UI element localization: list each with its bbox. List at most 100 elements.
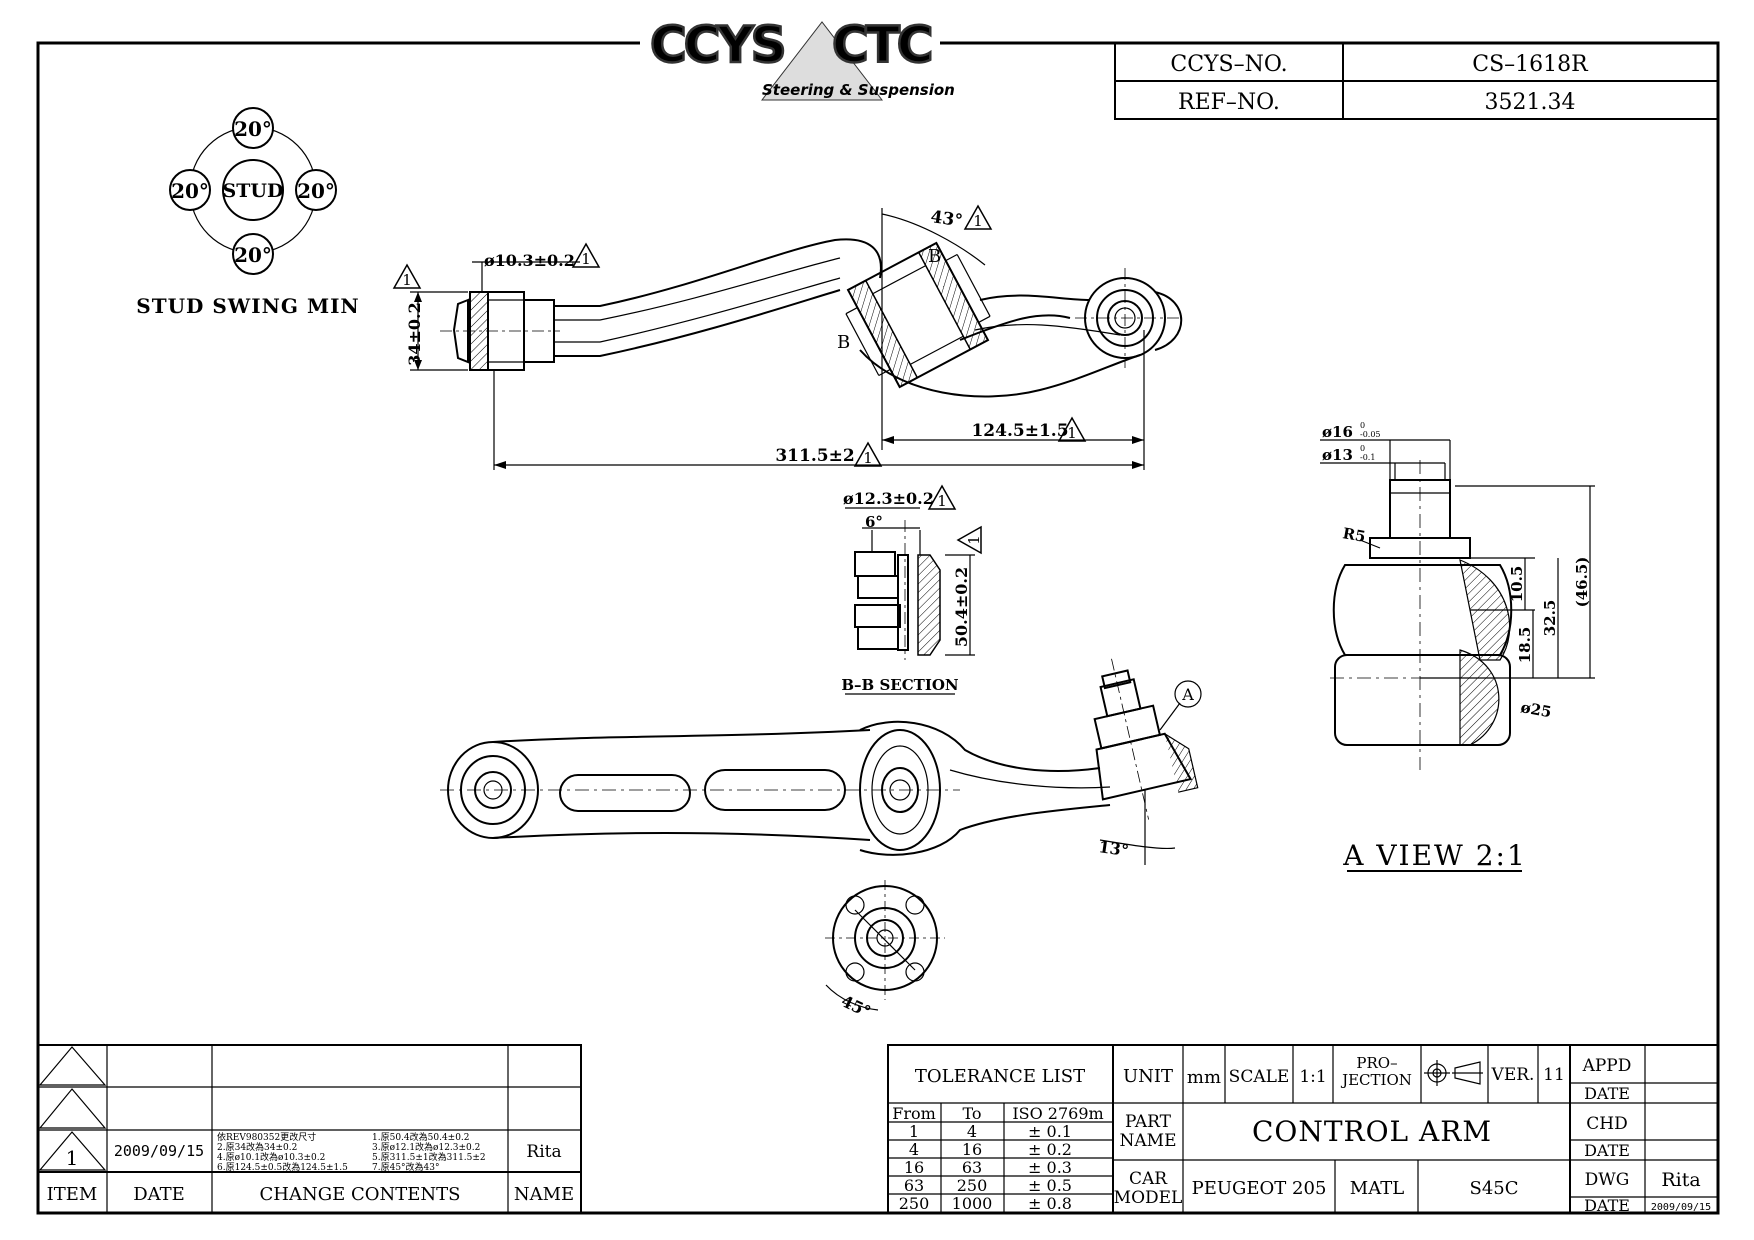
rev-note-left-3: 4.原ø10.1改為ø10.3±0.2	[217, 1151, 325, 1163]
logo-tagline: Steering & Suspension	[762, 81, 955, 99]
swing-left: 20°	[171, 179, 209, 203]
bushing-end-view: 45°	[825, 880, 945, 1021]
chd-label: CHD	[1586, 1114, 1627, 1134]
rev-row-item: 1	[66, 1146, 79, 1170]
tol-r1-to: 4	[967, 1122, 977, 1141]
tol-r4-from: 63	[904, 1176, 924, 1195]
dim-d-16-tol-dn: -0.05	[1360, 430, 1381, 439]
matl-value: S45C	[1469, 1178, 1518, 1199]
unit-value: mm	[1187, 1067, 1221, 1088]
title-block: UNIT mm SCALE 1:1 PRO– JECTION VER. 11 A…	[1112, 1044, 1719, 1215]
top-view	[440, 238, 1183, 398]
rev-triangle-4: 1	[1067, 424, 1077, 442]
front-view: A 13°	[440, 658, 1202, 865]
section-b-top: B	[928, 246, 941, 267]
matl-label: MATL	[1350, 1178, 1404, 1199]
tol-r3-val: ± 0.3	[1028, 1158, 1072, 1177]
projection-symbol-icon	[1424, 1060, 1483, 1086]
rev-note-right-1: 1.原50.4改為50.4±0.2	[372, 1131, 470, 1143]
scale-label: SCALE	[1229, 1067, 1290, 1087]
swing-bottom: 20°	[234, 243, 272, 267]
dim-d-13: ø13	[1322, 446, 1353, 464]
rev-note-right-2: 3.原ø12.1改為ø12.3±0.2	[372, 1141, 480, 1153]
date-label-2: DATE	[1584, 1141, 1630, 1160]
top-view-dimensions: 1 34±0.2 ø10.3±0.2 1 43° 1 B B 124.5±1.5…	[392, 204, 1145, 470]
tol-header-from: From	[892, 1104, 936, 1123]
scale-value: 1:1	[1299, 1067, 1326, 1087]
rev-row-name: Rita	[526, 1142, 561, 1162]
swing-top: 20°	[234, 117, 272, 141]
dim-d-12-3: ø12.3±0.2	[843, 489, 934, 508]
dim-v-46-5: (46.5)	[1573, 557, 1591, 608]
revision-table: 1 2009/09/15 Rita 依REV980352更改尺寸 2.原34改為…	[37, 1044, 582, 1214]
car-model: PEUGEOT 205	[1192, 1178, 1327, 1199]
tol-r1-val: ± 0.1	[1028, 1122, 1072, 1141]
dim-d-16: ø16	[1322, 423, 1353, 441]
rev-header-change: CHANGE CONTENTS	[260, 1184, 461, 1205]
ccys-no-label: CCYS–NO.	[1170, 52, 1287, 77]
dim-d-10-3: ø10.3±0.2	[484, 251, 575, 270]
projection-label-2: JECTION	[1340, 1071, 1412, 1089]
dim-d-13-tol-up: 0	[1360, 444, 1365, 453]
dim-d-16-tol-up: 0	[1360, 421, 1365, 430]
part-name-label-1: PART	[1125, 1112, 1172, 1132]
a-view-label: A VIEW 2:1	[1342, 839, 1527, 872]
ref-no-value: 3521.34	[1485, 90, 1576, 115]
tolerance-list: TOLERANCE LIST From To ISO 2769m 1 4 ± 0…	[887, 1044, 1114, 1214]
dim-len-124-5: 124.5±1.5	[971, 421, 1068, 441]
dim-h-50-4: 50.4±0.2	[952, 567, 971, 647]
rev-row-date: 2009/09/15	[114, 1142, 204, 1160]
car-model-label-2: MODEL	[1114, 1188, 1183, 1208]
tol-r5-to: 1000	[952, 1194, 993, 1213]
dim-d-13-tol-dn: -0.1	[1360, 453, 1375, 462]
rev-triangle-1: 1	[402, 271, 412, 289]
logo-brand-left: CCYS	[650, 16, 784, 74]
tol-r1-from: 1	[909, 1122, 919, 1141]
rev-triangle-2: 1	[581, 250, 591, 268]
tol-r5-val: ± 0.8	[1028, 1194, 1072, 1213]
dim-d-25: ø25	[1519, 698, 1553, 721]
ver-label: VER.	[1491, 1065, 1535, 1085]
bb-section-label: B–B SECTION	[841, 676, 959, 694]
view-a-callout: A	[1181, 685, 1194, 704]
ref-no-label: REF–NO.	[1178, 90, 1280, 115]
date-value: 2009/09/15	[1651, 1202, 1711, 1213]
rev-triangle-5: 1	[863, 449, 873, 467]
swing-right: 20°	[297, 179, 335, 203]
tol-header-iso: ISO 2769m	[1012, 1104, 1103, 1123]
dim-v-10-5: 10.5	[1508, 566, 1526, 603]
dim-r5: R5	[1341, 524, 1367, 546]
dim-v-32-5: 32.5	[1541, 600, 1559, 637]
rev-note-right-4: 7.原45°改為43°	[372, 1161, 440, 1173]
rev-header-item: ITEM	[47, 1184, 98, 1205]
tol-header-to: To	[962, 1104, 981, 1123]
rev-header-name: NAME	[514, 1184, 574, 1205]
date-label-3: DATE	[1584, 1196, 1630, 1215]
tol-r5-from: 250	[899, 1194, 930, 1213]
tol-r2-from: 4	[909, 1140, 919, 1159]
stud-swing-diagram: 20° 20° 20° 20° STUD STUD SWING MIN	[136, 107, 359, 318]
tolerance-title: TOLERANCE LIST	[915, 1066, 1085, 1087]
bb-section-view: ø12.3±0.2 1 6° 50.4±0.2 1 B–B SECTION	[841, 484, 983, 695]
company-logo: CCYS CTC Steering & Suspension	[640, 15, 955, 101]
swing-center: STUD	[223, 180, 284, 202]
tol-r2-to: 16	[962, 1140, 982, 1159]
dim-ang-43: 43°	[929, 207, 964, 231]
a-view-detail: ø16 0 -0.05 ø13 0 -0.1 R5 10.5 18.5 32.5…	[1320, 421, 1595, 872]
tol-r4-to: 250	[957, 1176, 988, 1195]
car-model-label-1: CAR	[1129, 1169, 1168, 1189]
dim-ang-6: 6°	[865, 513, 883, 531]
dwg-label: DWG	[1585, 1170, 1630, 1190]
logo-brand-right: CTC	[832, 16, 931, 74]
dim-ang-13: 13°	[1097, 837, 1130, 860]
header-block: CCYS–NO. CS–1618R REF–NO. 3521.34	[1114, 42, 1719, 120]
ccys-no-value: CS–1618R	[1472, 52, 1589, 77]
section-b-bottom: B	[837, 332, 850, 353]
rev-note-left-1: 依REV980352更改尺寸	[217, 1131, 316, 1143]
projection-label-1: PRO–	[1356, 1054, 1397, 1072]
rev-triangle-3: 1	[973, 212, 983, 230]
tol-r2-val: ± 0.2	[1028, 1140, 1072, 1159]
ver-value: 11	[1543, 1065, 1565, 1085]
rev-triangle-7: 1	[965, 535, 983, 545]
